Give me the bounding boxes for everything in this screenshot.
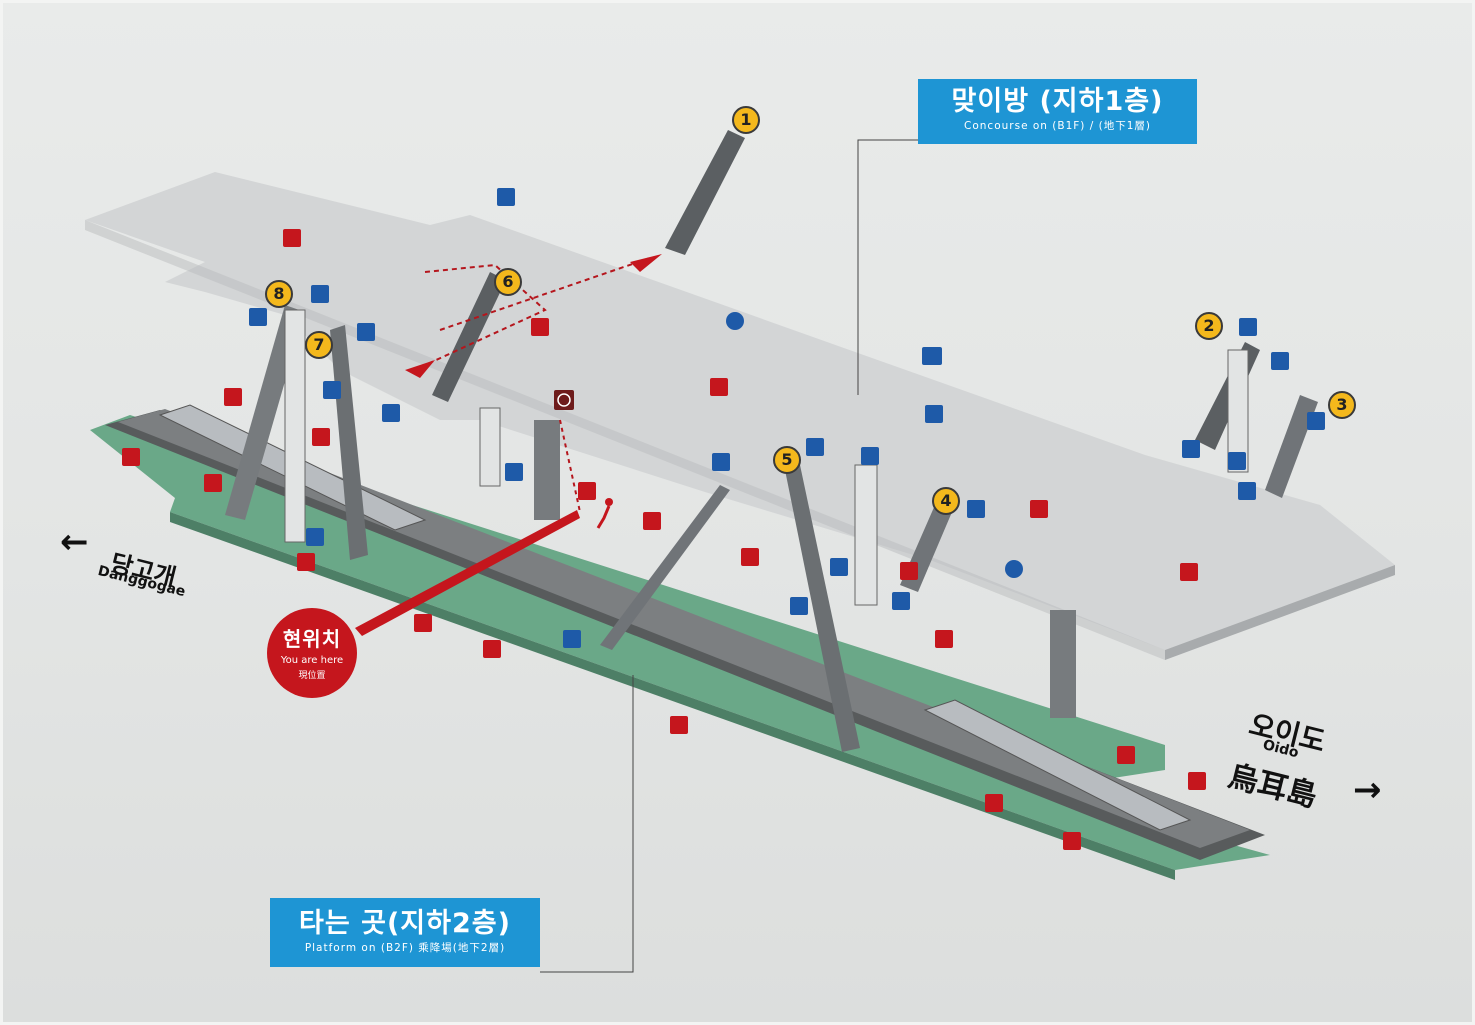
you-are-here-ko: 현위치 bbox=[282, 627, 342, 651]
you-are-here-marker: 현위치 You are here 現位置 bbox=[267, 608, 357, 698]
sos-phone-icon bbox=[204, 428, 1135, 812]
stairs-exit-3 bbox=[1265, 395, 1318, 498]
exit-6-badge: 6 bbox=[494, 268, 522, 296]
you-are-here-en: You are here bbox=[280, 655, 344, 666]
exit-3-badge: 3 bbox=[1328, 391, 1356, 419]
platform-subtitle: Platform on (B2F) 乘降場(地下2層) bbox=[304, 942, 506, 954]
train-right bbox=[923, 699, 1192, 831]
concourse-title: 맞이방 (지하1층) bbox=[951, 86, 1164, 117]
exit-5-badge: 5 bbox=[773, 446, 801, 474]
concourse-level-label: 맞이방 (지하1층) Concourse on (B1F) / (地下1層) bbox=[918, 79, 1197, 144]
leader-lines bbox=[540, 139, 918, 973]
fire-extinguisher-icon bbox=[122, 229, 1206, 850]
exit-2-badge: 2 bbox=[1195, 312, 1223, 340]
stairs-exit-6 bbox=[432, 272, 506, 402]
running-person-icon bbox=[596, 498, 613, 529]
elevator-icon bbox=[306, 188, 1289, 546]
support-columns bbox=[284, 309, 1249, 718]
you-are-here-cn: 現位置 bbox=[298, 671, 326, 681]
exit-7-badge: 7 bbox=[305, 331, 333, 359]
restroom-icon bbox=[922, 347, 942, 365]
concourse-subtitle: Concourse on (B1F) / (地下1層) bbox=[964, 120, 1151, 132]
exit-4-badge: 4 bbox=[932, 487, 960, 515]
escalator-icon bbox=[249, 308, 1325, 648]
exit-1-badge: 1 bbox=[732, 106, 760, 134]
platform-level-label: 타는 곳(지하2층) Platform on (B2F) 乘降場(地下2層) bbox=[270, 898, 540, 967]
concourse-floor bbox=[85, 172, 1395, 660]
arrow-left-icon: ← bbox=[60, 522, 89, 562]
stairs-exit-1 bbox=[665, 130, 745, 255]
arrow-right-icon: → bbox=[1353, 770, 1382, 810]
stairs-platform-right bbox=[600, 465, 860, 752]
exit-8-badge: 8 bbox=[265, 280, 293, 308]
ticket-gate-icon bbox=[726, 312, 1023, 578]
information-icon bbox=[554, 390, 574, 410]
platform-title: 타는 곳(지하2층) bbox=[299, 908, 511, 939]
